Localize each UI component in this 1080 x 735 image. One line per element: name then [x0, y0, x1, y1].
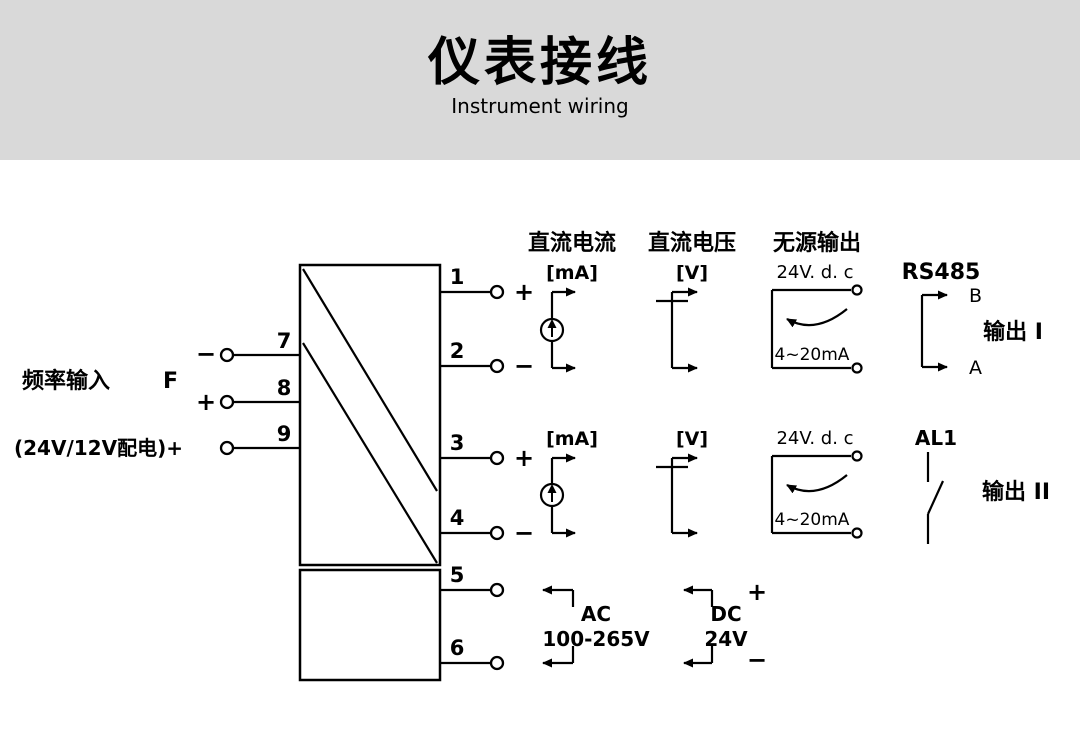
- ac-range-label: 100-265V: [542, 627, 650, 651]
- al1-label: AL1: [915, 426, 957, 450]
- wiring-diagram: 7 8 9 − + 频率输入 F (24V/12V配电)+: [0, 160, 1080, 735]
- rs485-label: RS485: [902, 260, 981, 285]
- row2-passive-range-label: 4~20mA: [775, 510, 850, 530]
- terminal-3-label: 3: [450, 431, 465, 455]
- output-1-label: 输出 I: [983, 319, 1043, 345]
- terminal-7-label: 7: [277, 329, 292, 353]
- isolation-diagonal-2: [302, 342, 438, 564]
- terminal-1-label: 1: [450, 265, 465, 289]
- terminal-5-label: 5: [450, 563, 465, 587]
- terminal-2-circle: [489, 358, 505, 374]
- row2-current-source-symbol: [539, 453, 576, 538]
- row1-loop-arrow: [786, 308, 848, 328]
- row2-v-unit-label: [V]: [676, 428, 708, 450]
- row2-voltage-symbol: [656, 453, 698, 538]
- row1-passive-range-label: 4~20mA: [775, 345, 850, 365]
- terminal-2-label: 2: [450, 339, 465, 363]
- row2-passive-loop-symbol: [770, 450, 863, 539]
- rs485-b-label: B: [969, 285, 982, 307]
- terminal-6-label: 6: [450, 636, 465, 660]
- dc-voltage-header: 直流电压: [648, 230, 736, 256]
- row1-voltage-symbol: [656, 287, 698, 373]
- dc-current-header: 直流电流: [528, 230, 616, 256]
- terminal-4-circle: [489, 525, 505, 541]
- terminal-2-polarity: −: [514, 352, 534, 380]
- isolation-diagonal-1: [302, 268, 438, 492]
- frequency-input-label: 频率输入: [22, 368, 110, 394]
- header-banner: 仪表接线 Instrument wiring: [0, 0, 1080, 160]
- ac-label: AC: [581, 602, 611, 626]
- signal-section-box: [298, 263, 442, 567]
- terminal-1-circle: [489, 284, 505, 300]
- row2-loop-arrow: [786, 474, 848, 494]
- page-subtitle: Instrument wiring: [451, 93, 629, 118]
- row2-ma-unit-label: [mA]: [546, 428, 598, 450]
- terminal-4-polarity: −: [514, 519, 534, 547]
- dc-range-label: 24V: [704, 627, 748, 651]
- instrument-module-box: [298, 263, 442, 682]
- row1-ma-unit-label: [mA]: [546, 262, 598, 284]
- row1-v-unit-label: [V]: [676, 262, 708, 284]
- dc-plus-sign: +: [747, 578, 767, 606]
- frequency-symbol-label: F: [163, 369, 178, 394]
- row1-passive-loop-symbol: [770, 284, 863, 374]
- power-section-box: [298, 568, 442, 682]
- frequency-plus-sign: +: [196, 388, 216, 416]
- al1-relay-contact-symbol: [926, 452, 945, 544]
- dc-label: DC: [710, 602, 741, 626]
- terminal-1-polarity: +: [514, 278, 534, 306]
- row2-passive-voltage-label: 24V. d. c: [776, 428, 853, 449]
- wiring-diagram-svg: 7 8 9 − + 频率输入 F (24V/12V配电)+: [14, 230, 1050, 682]
- terminal-8-circle: [219, 394, 235, 410]
- dc-supply-symbol: [683, 585, 714, 668]
- terminal-8-label: 8: [277, 376, 292, 400]
- terminal-9-circle: [219, 440, 235, 456]
- terminal-6-circle: [489, 655, 505, 671]
- passive-output-header: 无源输出: [773, 230, 861, 256]
- terminal-9-label: 9: [277, 422, 292, 446]
- output-terminal-wires: [440, 284, 505, 671]
- terminal-3-polarity: +: [514, 444, 534, 472]
- terminal-3-circle: [489, 450, 505, 466]
- terminal-5-circle: [489, 582, 505, 598]
- frequency-minus-sign: −: [196, 340, 216, 368]
- input-terminal-wires: [219, 347, 300, 456]
- dc-minus-sign: −: [747, 646, 767, 674]
- page-title: 仪表接线: [427, 33, 652, 93]
- output-2-label: 输出 II: [982, 479, 1050, 505]
- power-supply-input-label: (24V/12V配电)+: [14, 436, 183, 460]
- terminal-4-label: 4: [450, 506, 465, 530]
- terminal-7-circle: [219, 347, 235, 363]
- ac-supply-symbol: [542, 585, 575, 668]
- rs485-a-label: A: [969, 357, 982, 379]
- rs485-symbol: [920, 290, 948, 372]
- row1-passive-voltage-label: 24V. d. c: [776, 262, 853, 283]
- row1-current-source-symbol: [539, 287, 576, 373]
